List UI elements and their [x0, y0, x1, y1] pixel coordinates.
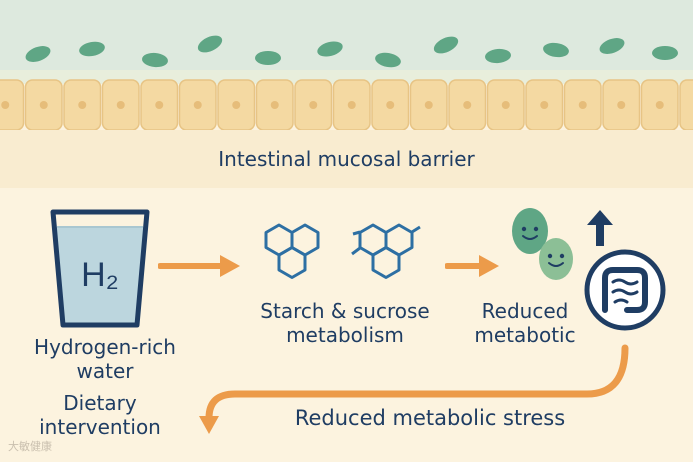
bacterium [197, 35, 223, 53]
epithelial-cells [0, 79, 693, 188]
mucus-layer [0, 0, 693, 82]
hexagon-ring [277, 246, 307, 279]
watermark: 大敏健康 [8, 440, 52, 453]
starch-sucrose-caption: Starch & sucrose metabolism [260, 299, 430, 347]
mucus-bacteria [25, 35, 678, 68]
bacterium [599, 38, 625, 54]
water-glass-icon: H₂ [50, 209, 150, 328]
bacterium [433, 36, 459, 54]
reduced-metabotic-caption: Reduced metabotic [474, 299, 576, 347]
arrow-right-icon [158, 255, 240, 277]
bacterium [79, 41, 105, 57]
bacterium [485, 48, 511, 64]
barrier-label: Intestinal mucosal barrier [218, 147, 475, 171]
intestine-icon [584, 249, 666, 331]
bacterium [543, 42, 569, 58]
bacterium [255, 51, 281, 65]
happy-bacteria-icon [512, 208, 573, 280]
molecule-structure-icon [264, 223, 421, 279]
bacterium [25, 46, 51, 62]
epithelial-cell [679, 79, 693, 131]
reduced-stress-caption: Reduced metabolic stress [294, 406, 566, 430]
arrow-up-icon [587, 210, 613, 246]
arrow-right-icon [445, 255, 499, 277]
return-arrow-icon [199, 344, 629, 434]
bacterium [652, 46, 678, 60]
bacterium [142, 52, 168, 68]
intestinal-barrier-illustration [0, 0, 693, 188]
dietary-intervention-caption: Dietary intervention [39, 391, 161, 439]
hydrogen-water-caption: Hydrogen-rich water [34, 335, 176, 383]
bacterium [375, 52, 401, 68]
hexagon-ring [371, 246, 401, 279]
h2-formula: H₂ [81, 256, 119, 294]
bacterium [317, 41, 343, 57]
